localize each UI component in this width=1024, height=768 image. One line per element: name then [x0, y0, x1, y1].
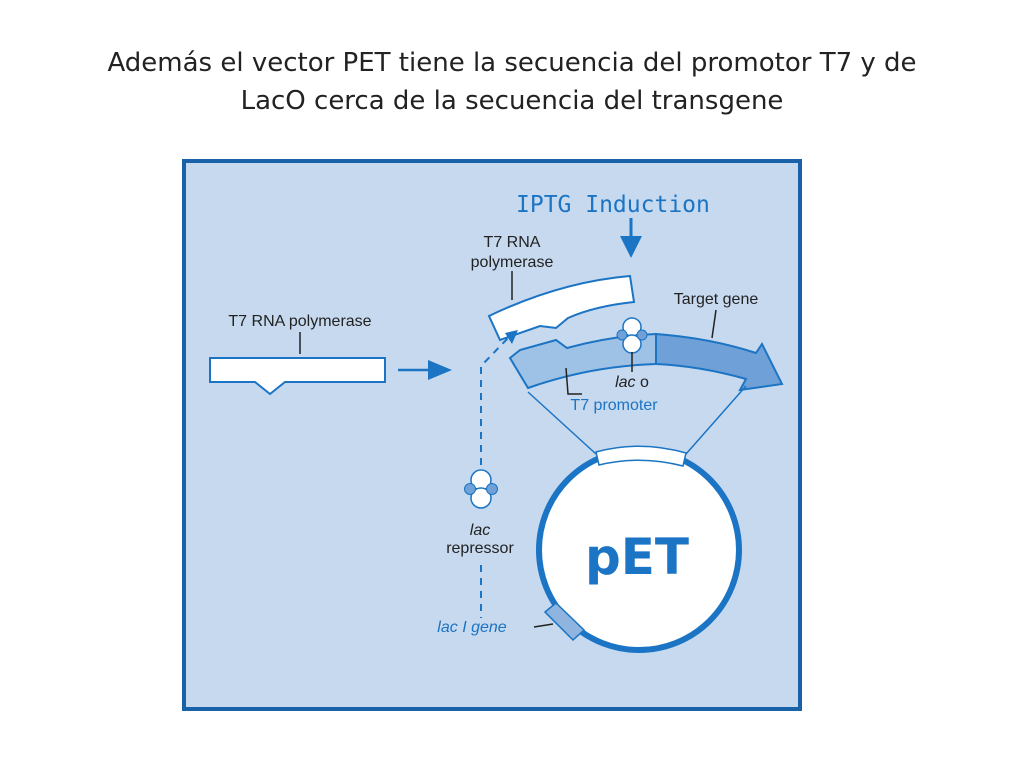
lac-o-suffix: o [636, 374, 649, 391]
lac-o-label: lac o [615, 374, 649, 391]
t7-promoter-leader [565, 367, 582, 395]
iptg-induction-label: IPTG Induction [516, 192, 710, 218]
t7-polymerase-bound-label-line1: T7 RNA [484, 234, 541, 251]
laci-gene-label: lac I gene [437, 619, 506, 636]
pet-plasmid-label: pET [585, 528, 689, 586]
laci-gene-region [543, 601, 586, 642]
t7-promoter-label: T7 promoter [570, 397, 658, 414]
lac-repressor-free-icon [464, 469, 498, 509]
t7-polymerase-bound-shape [487, 274, 636, 342]
polymerase-flow-arrow-icon [398, 360, 452, 380]
slide-title: Además el vector PET tiene la secuencia … [60, 44, 964, 120]
lac-o-italic: lac [615, 374, 635, 391]
zoom-line-left [527, 391, 597, 455]
laci-gene-leader [533, 623, 554, 628]
title-line-1: Además el vector PET tiene la secuencia … [107, 48, 917, 78]
repressor-dashed-path [480, 337, 509, 465]
t7-polymerase-free-label: T7 RNA polymerase [228, 313, 371, 330]
lac-repressor-label: repressor [446, 540, 514, 557]
t7-polymerase-free-shape [209, 357, 386, 396]
target-gene-arrow [655, 332, 784, 392]
insert-region [595, 445, 687, 467]
iptg-arrow-icon [620, 218, 642, 258]
title-line-2: LacO cerca de la secuencia del transgene [240, 86, 784, 116]
target-gene-label: Target gene [674, 291, 759, 308]
lac-repressor-bound-icon [616, 317, 648, 354]
dashed-arrow-icon [505, 330, 518, 344]
target-gene-leader [711, 309, 717, 339]
t7-polymerase-bound-label-line2: polymerase [471, 254, 554, 271]
zoom-line-right [685, 385, 747, 455]
lac-repressor-label-italic: lac [470, 522, 490, 539]
